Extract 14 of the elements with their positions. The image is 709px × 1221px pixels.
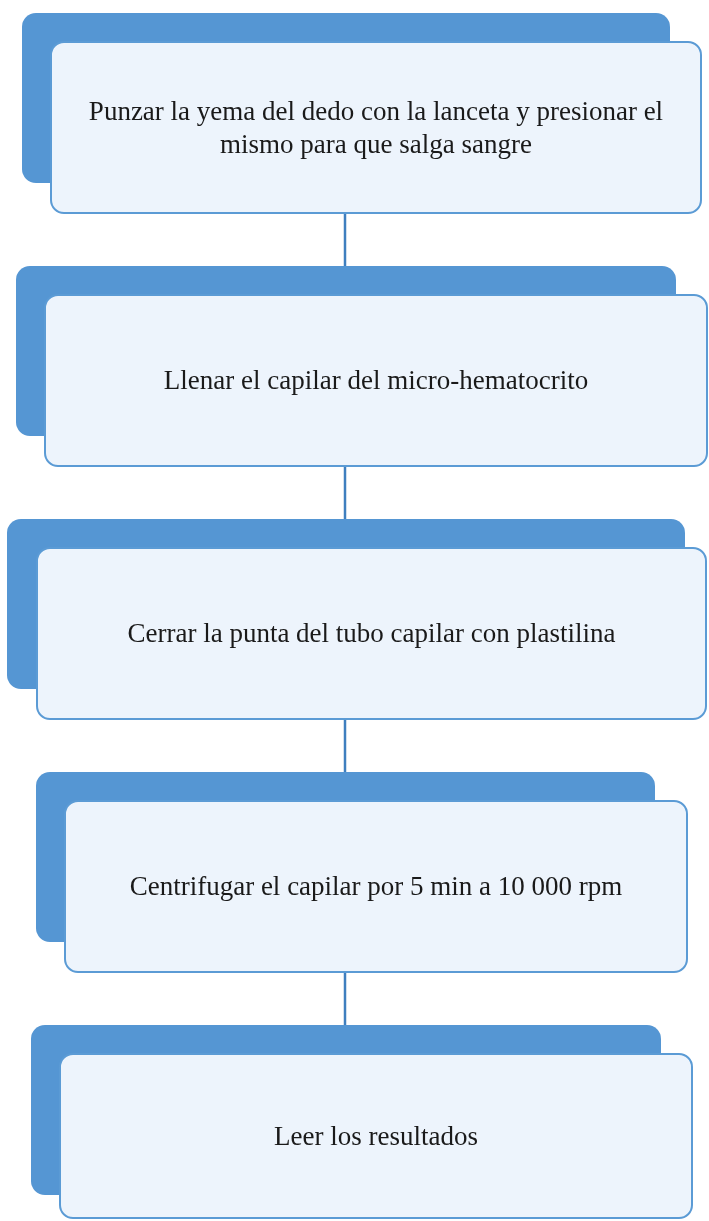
process-box: [44, 294, 708, 467]
step-text: Cerrar la punta del tubo capilar con plastilina: [127, 617, 616, 650]
process-box: [59, 1053, 693, 1219]
connector-line: [343, 467, 347, 519]
step-text: Centrifugar el capilar por 5 min a 10 000 rpm: [129, 870, 623, 903]
step-text: Leer los resultados: [274, 1119, 478, 1153]
step-text: Punzar la yema del dedo con la lanceta y presionar el mismo para que salga sangre: [87, 95, 665, 160]
step-text: Llenar el capilar del micro-hematocrito: [163, 364, 589, 397]
connector-line: [343, 973, 347, 1025]
process-box: [64, 800, 688, 973]
process-box: [50, 41, 702, 214]
connector-line: [343, 720, 347, 772]
process-box: [36, 547, 707, 720]
connector-line: [343, 214, 347, 266]
